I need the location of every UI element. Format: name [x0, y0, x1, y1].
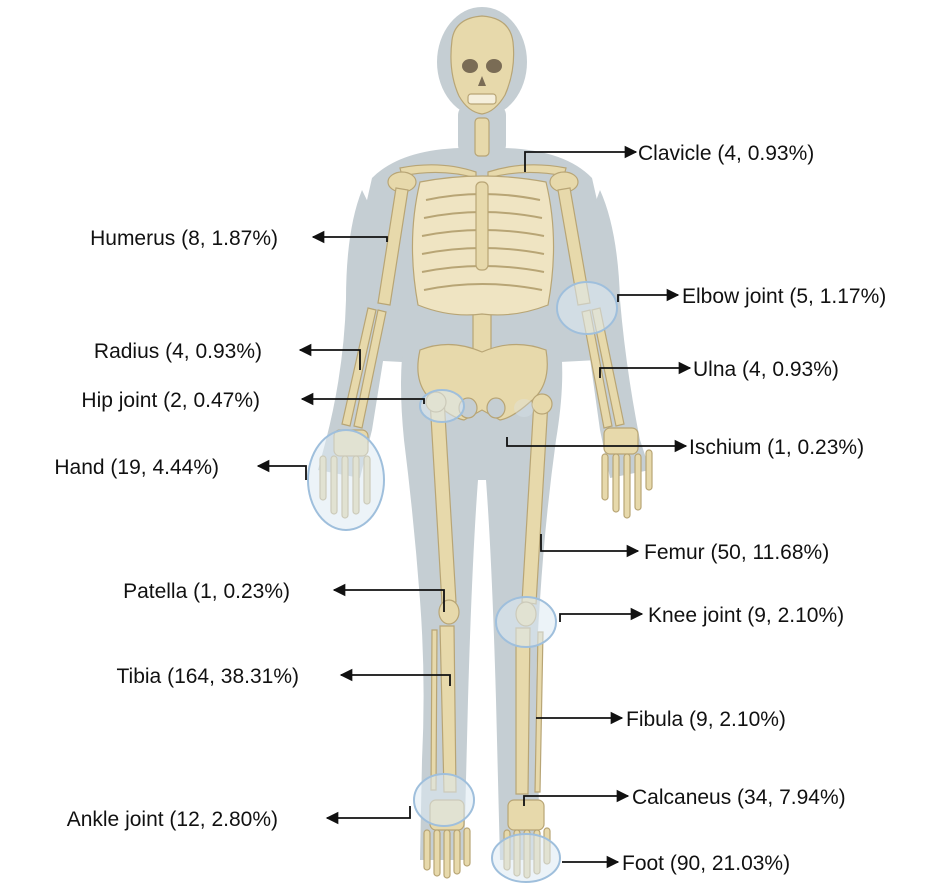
label-radius: Radius (4, 0.93%) [94, 340, 262, 363]
label-fibula: Fibula (9, 2.10%) [626, 708, 786, 731]
femur-arrow [541, 534, 638, 551]
sternum [476, 182, 488, 270]
fibula-left [431, 630, 437, 790]
elbow-joint-arrow [618, 295, 678, 302]
hand-highlight [308, 430, 384, 530]
knee-joint-highlight [496, 597, 556, 647]
ankle-joint-highlight [414, 774, 474, 826]
label-hand: Hand (19, 4.44%) [54, 456, 219, 479]
foot-highlight [492, 834, 560, 882]
label-ankle-joint: Ankle joint (12, 2.80%) [67, 808, 278, 831]
label-knee-joint: Knee joint (9, 2.10%) [648, 604, 844, 627]
label-elbow-joint: Elbow joint (5, 1.17%) [682, 285, 886, 308]
label-calcaneus: Calcaneus (34, 7.94%) [632, 786, 846, 809]
hand-arrow [258, 466, 306, 480]
label-ischium: Ischium (1, 0.23%) [689, 436, 864, 459]
label-ulna: Ulna (4, 0.93%) [693, 358, 839, 381]
label-clavicle: Clavicle (4, 0.93%) [638, 142, 814, 165]
label-tibia: Tibia (164, 38.31%) [117, 665, 300, 688]
knee-joint-arrow [560, 614, 642, 622]
patella-left [439, 600, 459, 624]
label-hip-joint: Hip joint (2, 0.47%) [81, 389, 260, 412]
hip-joint-highlight [420, 390, 464, 422]
label-patella: Patella (1, 0.23%) [123, 580, 290, 603]
label-humerus: Humerus (8, 1.87%) [90, 227, 278, 250]
label-femur: Femur (50, 11.68%) [644, 541, 829, 564]
label-foot: Foot (90, 21.03%) [622, 852, 790, 875]
elbow-joint-highlight [557, 282, 617, 334]
ischium-highlight [514, 399, 534, 417]
ankle-joint-arrow [327, 806, 410, 818]
cervical-spine [475, 118, 489, 156]
tibia-right [516, 628, 530, 794]
